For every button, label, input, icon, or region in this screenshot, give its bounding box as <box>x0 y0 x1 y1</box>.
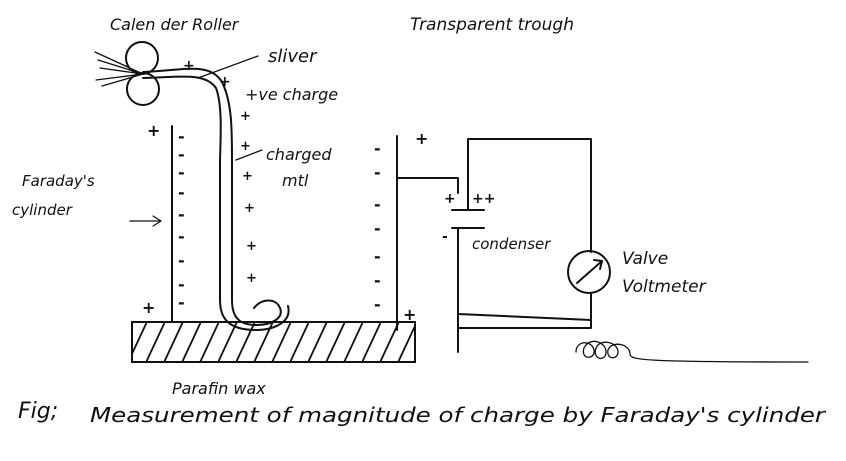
sliver-plus-signs: + + + + + + + + <box>183 58 257 286</box>
leader-arrows <box>129 55 263 227</box>
svg-text:+: + <box>147 121 160 140</box>
svg-text:++: ++ <box>472 191 495 207</box>
caption-text: Measurement of magnitude of charge by Fa… <box>90 403 827 427</box>
voltmeter-dial <box>567 250 611 294</box>
svg-text:-: - <box>374 271 381 290</box>
svg-text:+: + <box>246 239 257 254</box>
svg-text:-: - <box>374 195 381 214</box>
svg-text:+: + <box>219 74 231 90</box>
calender-rollers <box>94 41 160 106</box>
label-ve-charge: +ve charge <box>245 85 338 104</box>
svg-text:+: + <box>242 169 253 184</box>
label-valve: Valve <box>622 249 668 269</box>
fiber-strands <box>94 51 144 87</box>
svg-text:+: + <box>444 191 456 207</box>
label-paraffin-wax: Parafin wax <box>172 379 266 398</box>
svg-text:-: - <box>178 183 185 202</box>
svg-text:-: - <box>442 229 448 245</box>
sliver <box>142 67 290 331</box>
upper-roller <box>125 41 159 75</box>
svg-text:-: - <box>374 247 381 266</box>
svg-text:-: - <box>178 127 185 146</box>
ground-coil <box>575 340 809 363</box>
svg-text:-: - <box>178 163 185 182</box>
svg-text:-: - <box>178 251 185 270</box>
valve-voltmeter <box>567 250 611 294</box>
label-cylinder: cylinder <box>12 201 73 219</box>
condenser <box>451 189 485 239</box>
paraffin-wax-block <box>131 321 416 363</box>
circuit-wires <box>396 138 592 353</box>
svg-text:+: + <box>240 139 251 154</box>
label-voltmeter: Voltmeter <box>622 277 707 297</box>
svg-text:-: - <box>178 205 185 224</box>
label-sliver: sliver <box>268 46 318 67</box>
outer-plus-signs: + + + + <box>142 121 428 324</box>
left-wall-minus-signs: - - - - - - - - - <box>178 127 185 312</box>
svg-text:+: + <box>246 271 257 286</box>
caption-prefix: Fig; <box>18 399 58 424</box>
svg-text:-: - <box>178 275 185 294</box>
condenser-charge-signs: + ++ - <box>442 191 495 245</box>
label-transparent-trough: Transparent trough <box>410 15 574 35</box>
svg-text:-: - <box>374 295 381 314</box>
svg-text:-: - <box>178 227 185 246</box>
svg-text:-: - <box>374 139 381 158</box>
label-condenser: condenser <box>472 235 551 253</box>
svg-text:-: - <box>178 293 185 312</box>
label-mtl: mtl <box>282 171 309 190</box>
svg-text:+: + <box>403 305 416 324</box>
svg-text:-: - <box>374 163 381 182</box>
svg-text:+: + <box>240 109 251 124</box>
svg-text:+: + <box>415 129 428 148</box>
svg-text:-: - <box>178 145 185 164</box>
svg-text:+: + <box>244 201 255 216</box>
svg-text:+: + <box>142 298 155 317</box>
label-calender-roller: Calen der Roller <box>110 15 240 34</box>
right-wall-minus-signs: - - - - - - - <box>374 139 381 314</box>
svg-text:+: + <box>183 58 195 74</box>
svg-text:-: - <box>374 219 381 238</box>
label-charged: charged <box>266 145 332 164</box>
label-faradays: Faraday's <box>22 172 95 190</box>
